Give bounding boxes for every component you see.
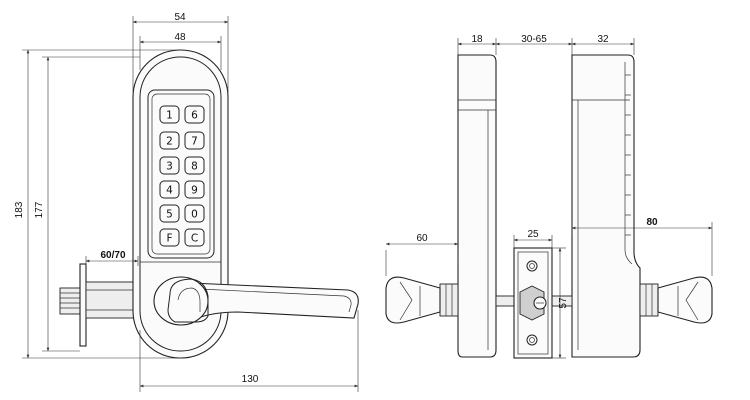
side-body-inner	[571, 54, 641, 358]
dimension-latch-width: 25	[513, 229, 553, 248]
dimension-height-body: 177	[34, 56, 140, 352]
svg-text:4: 4	[166, 185, 173, 197]
keypad-key[interactable]: 2	[159, 131, 180, 150]
side-body-outer	[457, 54, 497, 358]
side-view: 18 30-65 32 60 80	[385, 34, 713, 359]
svg-text:60/70: 60/70	[100, 250, 125, 261]
keypad-key[interactable]: 0	[184, 204, 205, 223]
latch-spindle	[59, 263, 139, 347]
svg-text:3: 3	[166, 161, 173, 173]
dimension-door-range: 30-65	[495, 34, 573, 55]
svg-text:F: F	[166, 233, 172, 245]
dimension-outer-thickness: 18	[457, 34, 497, 55]
svg-text:32: 32	[597, 34, 609, 45]
keypad-key[interactable]: 7	[184, 131, 205, 150]
svg-text:183: 183	[14, 201, 25, 218]
keypad-key[interactable]: 1	[159, 105, 180, 124]
keypad-key[interactable]: 3	[159, 156, 180, 175]
svg-text:2: 2	[166, 136, 173, 148]
dimension-width-inner: 48	[139, 32, 222, 70]
keypad-plate	[147, 89, 215, 259]
svg-text:6: 6	[191, 110, 198, 122]
keypad: 1 6 2 7 3 8 4 9 5 0 F C	[159, 105, 205, 247]
dimension-inner-thickness: 32	[571, 34, 635, 55]
svg-text:80: 80	[646, 217, 658, 228]
dimension-lever-length: 130	[139, 310, 359, 392]
dimension-latch-height: 57	[552, 247, 569, 359]
svg-text:57: 57	[558, 297, 569, 309]
svg-text:54: 54	[174, 12, 186, 23]
keypad-key[interactable]: 5	[159, 204, 180, 223]
svg-text:1: 1	[166, 110, 173, 122]
svg-text:0: 0	[191, 209, 198, 221]
keypad-key[interactable]: 6	[184, 105, 205, 124]
dimension-width-outer: 54	[132, 12, 229, 92]
front-body-inner	[139, 56, 222, 352]
keypad-key[interactable]: 4	[159, 180, 180, 199]
keypad-key[interactable]: C	[184, 228, 205, 247]
dimension-height-total: 183	[14, 49, 180, 359]
dimension-lever-right: 80	[571, 217, 713, 276]
svg-text:5: 5	[166, 209, 173, 221]
lever-handle-front	[153, 276, 359, 326]
svg-text:177: 177	[34, 201, 45, 218]
keypad-key[interactable]: F	[159, 228, 180, 247]
svg-text:30-65: 30-65	[521, 34, 547, 45]
lever-handle-left-side	[385, 276, 459, 324]
svg-text:9: 9	[191, 185, 198, 197]
svg-text:25: 25	[527, 229, 539, 240]
svg-text:60: 60	[416, 233, 428, 244]
front-view: 1 6 2 7 3 8 4 9 5 0 F C 54	[14, 12, 359, 392]
dimension-door-thickness: 60/70	[85, 250, 139, 266]
svg-text:7: 7	[191, 136, 198, 148]
svg-text:18: 18	[471, 34, 483, 45]
keypad-key[interactable]: 8	[184, 156, 205, 175]
svg-text:8: 8	[191, 161, 198, 173]
dimension-lever-left: 60	[385, 233, 459, 276]
svg-text:48: 48	[174, 32, 186, 43]
keypad-key[interactable]: 9	[184, 180, 205, 199]
svg-text:130: 130	[242, 374, 259, 385]
front-body-outer	[132, 49, 229, 359]
lever-handle-right-side	[639, 276, 713, 324]
svg-text:C: C	[191, 233, 198, 245]
latch-plate	[513, 247, 553, 359]
